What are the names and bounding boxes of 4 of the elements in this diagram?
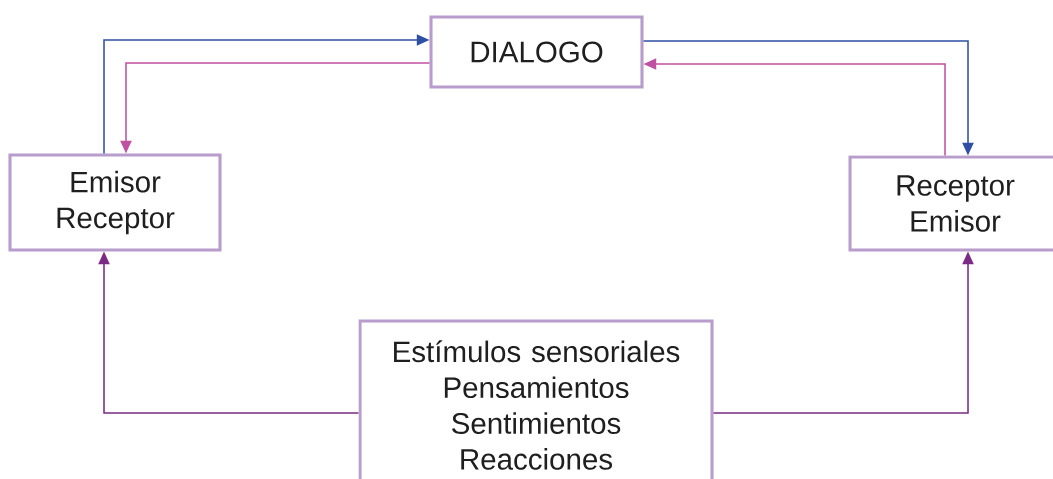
process-box: Estímulos sensoriales Pensamientos Sentimientos Reacciones — [358, 319, 714, 479]
process-box: DIALOGO — [429, 15, 644, 89]
process-box: Receptor Emisor — [848, 155, 1053, 252]
process-box: Emisor Receptor — [8, 153, 222, 252]
